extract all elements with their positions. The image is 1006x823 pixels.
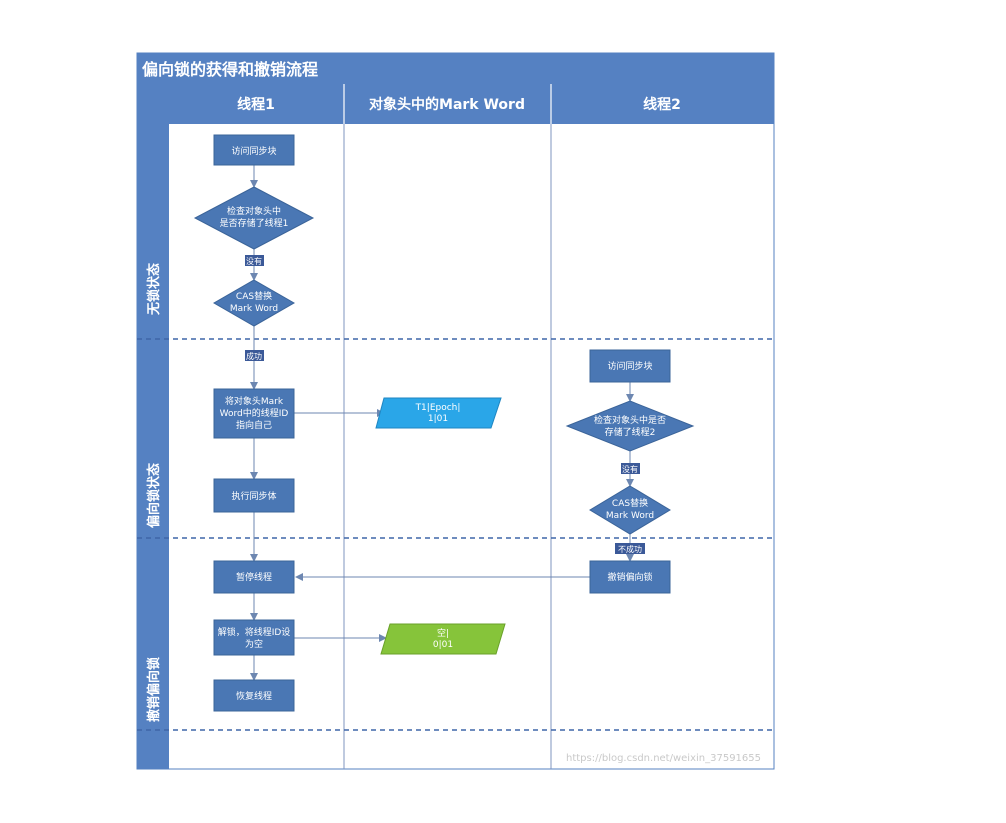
node-t1-point-self — [213, 388, 295, 439]
lane-label-biased: 偏向锁状态 — [146, 463, 162, 528]
node-t2-cas-replace — [589, 485, 671, 535]
edge-label-box — [621, 463, 640, 474]
column-header-thread2: 线程2 — [643, 96, 681, 113]
edge-label-success: 成功 — [246, 351, 262, 361]
node-t2-cas-replace-label: CAS替换 — [612, 497, 648, 509]
node-t1-pause-thread — [213, 560, 295, 594]
node-t1-unlock-label: 解锁，将线程ID设 — [218, 626, 291, 638]
node-t1-exec-sync-label: 执行同步体 — [231, 490, 276, 502]
node-t1-access-sync-label: 访问同步块 — [231, 145, 276, 157]
node-t1-check-header-label: 检查对象头中 — [227, 205, 281, 217]
node-markword-empty — [380, 623, 506, 655]
node-t2-access-sync — [589, 349, 671, 383]
node-t1-resume-thread — [213, 679, 295, 712]
node-t1-point-self-label: 将对象头Mark — [225, 395, 284, 407]
node-t2-check-header — [565, 400, 695, 452]
diagram-title: 偏向锁的获得和撤销流程 — [142, 60, 318, 79]
node-markword-empty-label: 空| — [437, 627, 449, 639]
edge-label-no-2: 没有 — [622, 464, 638, 474]
node-markword-biased-label: T1|Epoch| — [415, 403, 461, 413]
node-t1-unlock-label: 为空 — [245, 638, 263, 650]
node-t1-point-self-label: 指向自己 — [236, 419, 272, 431]
edge-label-box — [245, 255, 264, 266]
node-markword-biased-label: 1|01 — [428, 414, 448, 424]
node-markword-biased — [375, 397, 502, 429]
node-t2-access-sync-label: 访问同步块 — [607, 360, 652, 372]
node-t2-check-header-label: 存储了线程2 — [605, 426, 656, 438]
edge-label-box — [245, 350, 264, 361]
node-t2-revoke-biased — [589, 560, 671, 594]
node-t1-unlock — [213, 619, 295, 656]
node-t1-resume-thread-label: 恢复线程 — [236, 690, 272, 702]
node-t1-point-self-label: Word中的线程ID — [220, 407, 289, 419]
lane-label-unlocked: 无锁状态 — [146, 263, 162, 316]
node-t1-pause-thread-label: 暂停线程 — [236, 571, 272, 583]
node-t1-cas-replace-label: Mark Word — [230, 304, 278, 314]
node-t1-check-header-label: 是否存储了线程1 — [220, 217, 289, 229]
watermark: https://blog.csdn.net/weixin_37591655 — [566, 753, 761, 764]
node-t1-cas-replace — [212, 279, 296, 327]
node-t2-revoke-biased-label: 撤销偏向锁 — [607, 571, 652, 583]
node-t1-check-header — [193, 186, 315, 250]
node-markword-empty-label: 0|01 — [433, 640, 453, 650]
node-t1-access-sync — [213, 134, 295, 166]
edge-label-fail: 不成功 — [618, 544, 642, 554]
edge-label-box — [615, 543, 645, 554]
node-t2-cas-replace-label: Mark Word — [606, 511, 654, 521]
lane-label-revoke: 撤销偏向锁 — [146, 657, 162, 722]
column-header-mark-word: 对象头中的Mark Word — [369, 96, 525, 113]
column-header-band — [169, 84, 774, 124]
edge-label-no-1: 没有 — [246, 256, 262, 266]
node-t1-cas-replace-label: CAS替换 — [236, 290, 272, 302]
lane-label-strip — [137, 84, 169, 769]
column-header-thread1: 线程1 — [237, 96, 275, 113]
node-t2-check-header-label: 检查对象头中是否 — [594, 414, 666, 426]
title-bar — [137, 53, 774, 84]
node-t1-exec-sync — [213, 478, 295, 513]
